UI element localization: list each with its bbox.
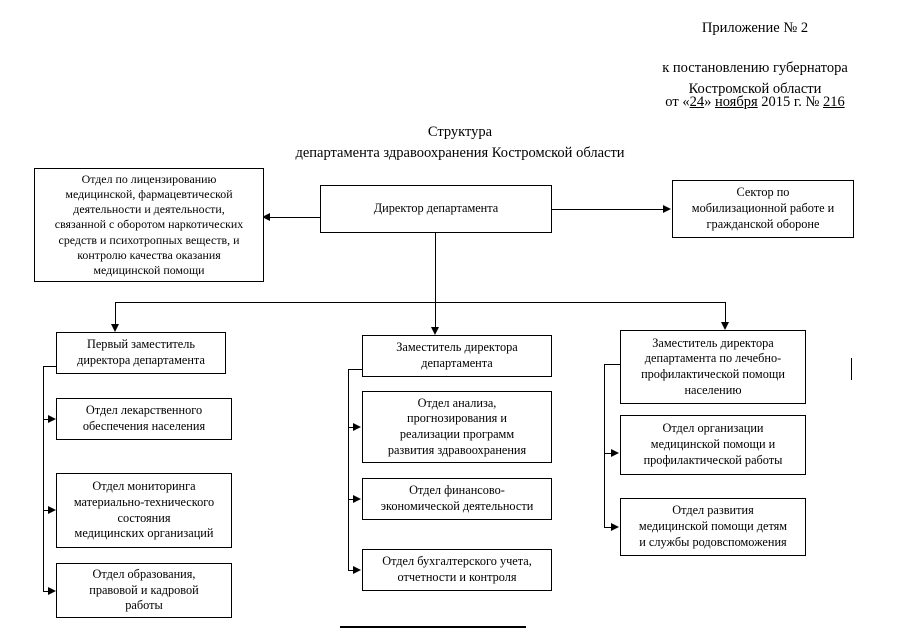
footer-rule: [340, 626, 526, 628]
arrowhead-monitoring: [48, 506, 56, 514]
connector-drop-deputy-medical: [725, 302, 727, 326]
node-mobilization-sector[interactable]: Сектор по мобилизационной работе и гражд…: [672, 180, 854, 238]
connector-middle-spine-top: [348, 369, 362, 371]
date-number: 216: [822, 94, 845, 110]
arrowhead-medical-care-organization: [611, 449, 619, 457]
connector-left-spine-top: [43, 366, 57, 368]
arrowhead-mobilization: [663, 205, 671, 213]
node-director[interactable]: Директор департамента: [320, 185, 552, 233]
arrowhead-first-deputy: [111, 324, 119, 332]
node-accounting-department[interactable]: Отдел бухгалтерского учета, отчетности и…: [362, 549, 552, 591]
connector-right-spine: [604, 364, 606, 527]
node-medical-care-organization-department[interactable]: Отдел организации медицинской помощи и п…: [620, 415, 806, 475]
arrowhead-licensing: [262, 213, 270, 221]
arrowhead-education: [48, 587, 56, 595]
connector-middle-branch-1: [348, 427, 354, 429]
connector-right-spine-top: [604, 364, 620, 366]
connector-director-stem: [435, 233, 437, 303]
connector-left-spine: [43, 366, 45, 591]
appendix-number: Приложение № 2: [701, 20, 809, 36]
node-finance-department[interactable]: Отдел финансово- экономической деятельно…: [362, 478, 552, 520]
node-first-deputy-director[interactable]: Первый заместитель директора департамент…: [56, 332, 226, 374]
margin-tick-mark: [851, 358, 853, 380]
date-day: 24: [689, 94, 705, 110]
date-prefix: от «: [665, 94, 690, 110]
connector-drop-deputy: [435, 302, 437, 333]
connector-right-branch-2: [604, 527, 612, 529]
connector-deputy-bus: [115, 302, 726, 304]
connector-left-branch-1: [43, 419, 49, 421]
decree-date: от «24» ноября 2015 г. № 216: [620, 92, 890, 113]
date-year: 2015 г. №: [761, 94, 820, 110]
node-deputy-director-medical[interactable]: Заместитель директора департамента по ле…: [620, 330, 806, 404]
connector-left-branch-2: [43, 510, 49, 512]
connector-director-to-mobilization: [552, 209, 664, 211]
connector-director-to-licensing: [270, 217, 322, 219]
node-monitoring-department[interactable]: Отдел мониторинга материально-техническо…: [56, 473, 232, 548]
node-child-care-department[interactable]: Отдел развития медицинской помощи детям …: [620, 498, 806, 556]
connector-left-branch-3: [43, 591, 49, 593]
node-drug-supply-department[interactable]: Отдел лекарственного обеспечения населен…: [56, 398, 232, 440]
connector-middle-branch-2: [348, 499, 354, 501]
connector-middle-branch-3: [348, 570, 354, 572]
arrowhead-child-care: [611, 523, 619, 531]
arrowhead-finance: [353, 495, 361, 503]
arrowhead-drug-supply: [48, 415, 56, 423]
arrowhead-accounting: [353, 566, 361, 574]
node-education-department[interactable]: Отдел образования, правовой и кадровой р…: [56, 563, 232, 618]
node-analysis-department[interactable]: Отдел анализа, прогнозирования и реализа…: [362, 391, 552, 463]
arrowhead-analysis: [353, 423, 361, 431]
node-licensing-department[interactable]: Отдел по лицензированию медицинской, фар…: [34, 168, 264, 282]
decree-reference: к постановлению губернатора Костромской …: [662, 60, 848, 97]
node-deputy-director[interactable]: Заместитель директора департамента: [362, 335, 552, 377]
page-title: Структура департамента здравоохранения К…: [295, 124, 625, 162]
arrowhead-deputy: [431, 327, 439, 335]
connector-right-branch-1: [604, 453, 612, 455]
connector-drop-first-deputy: [115, 302, 117, 326]
date-month: ноября: [714, 94, 758, 110]
connector-middle-spine: [348, 369, 350, 570]
date-mid: »: [704, 94, 712, 110]
arrowhead-deputy-medical: [721, 322, 729, 330]
